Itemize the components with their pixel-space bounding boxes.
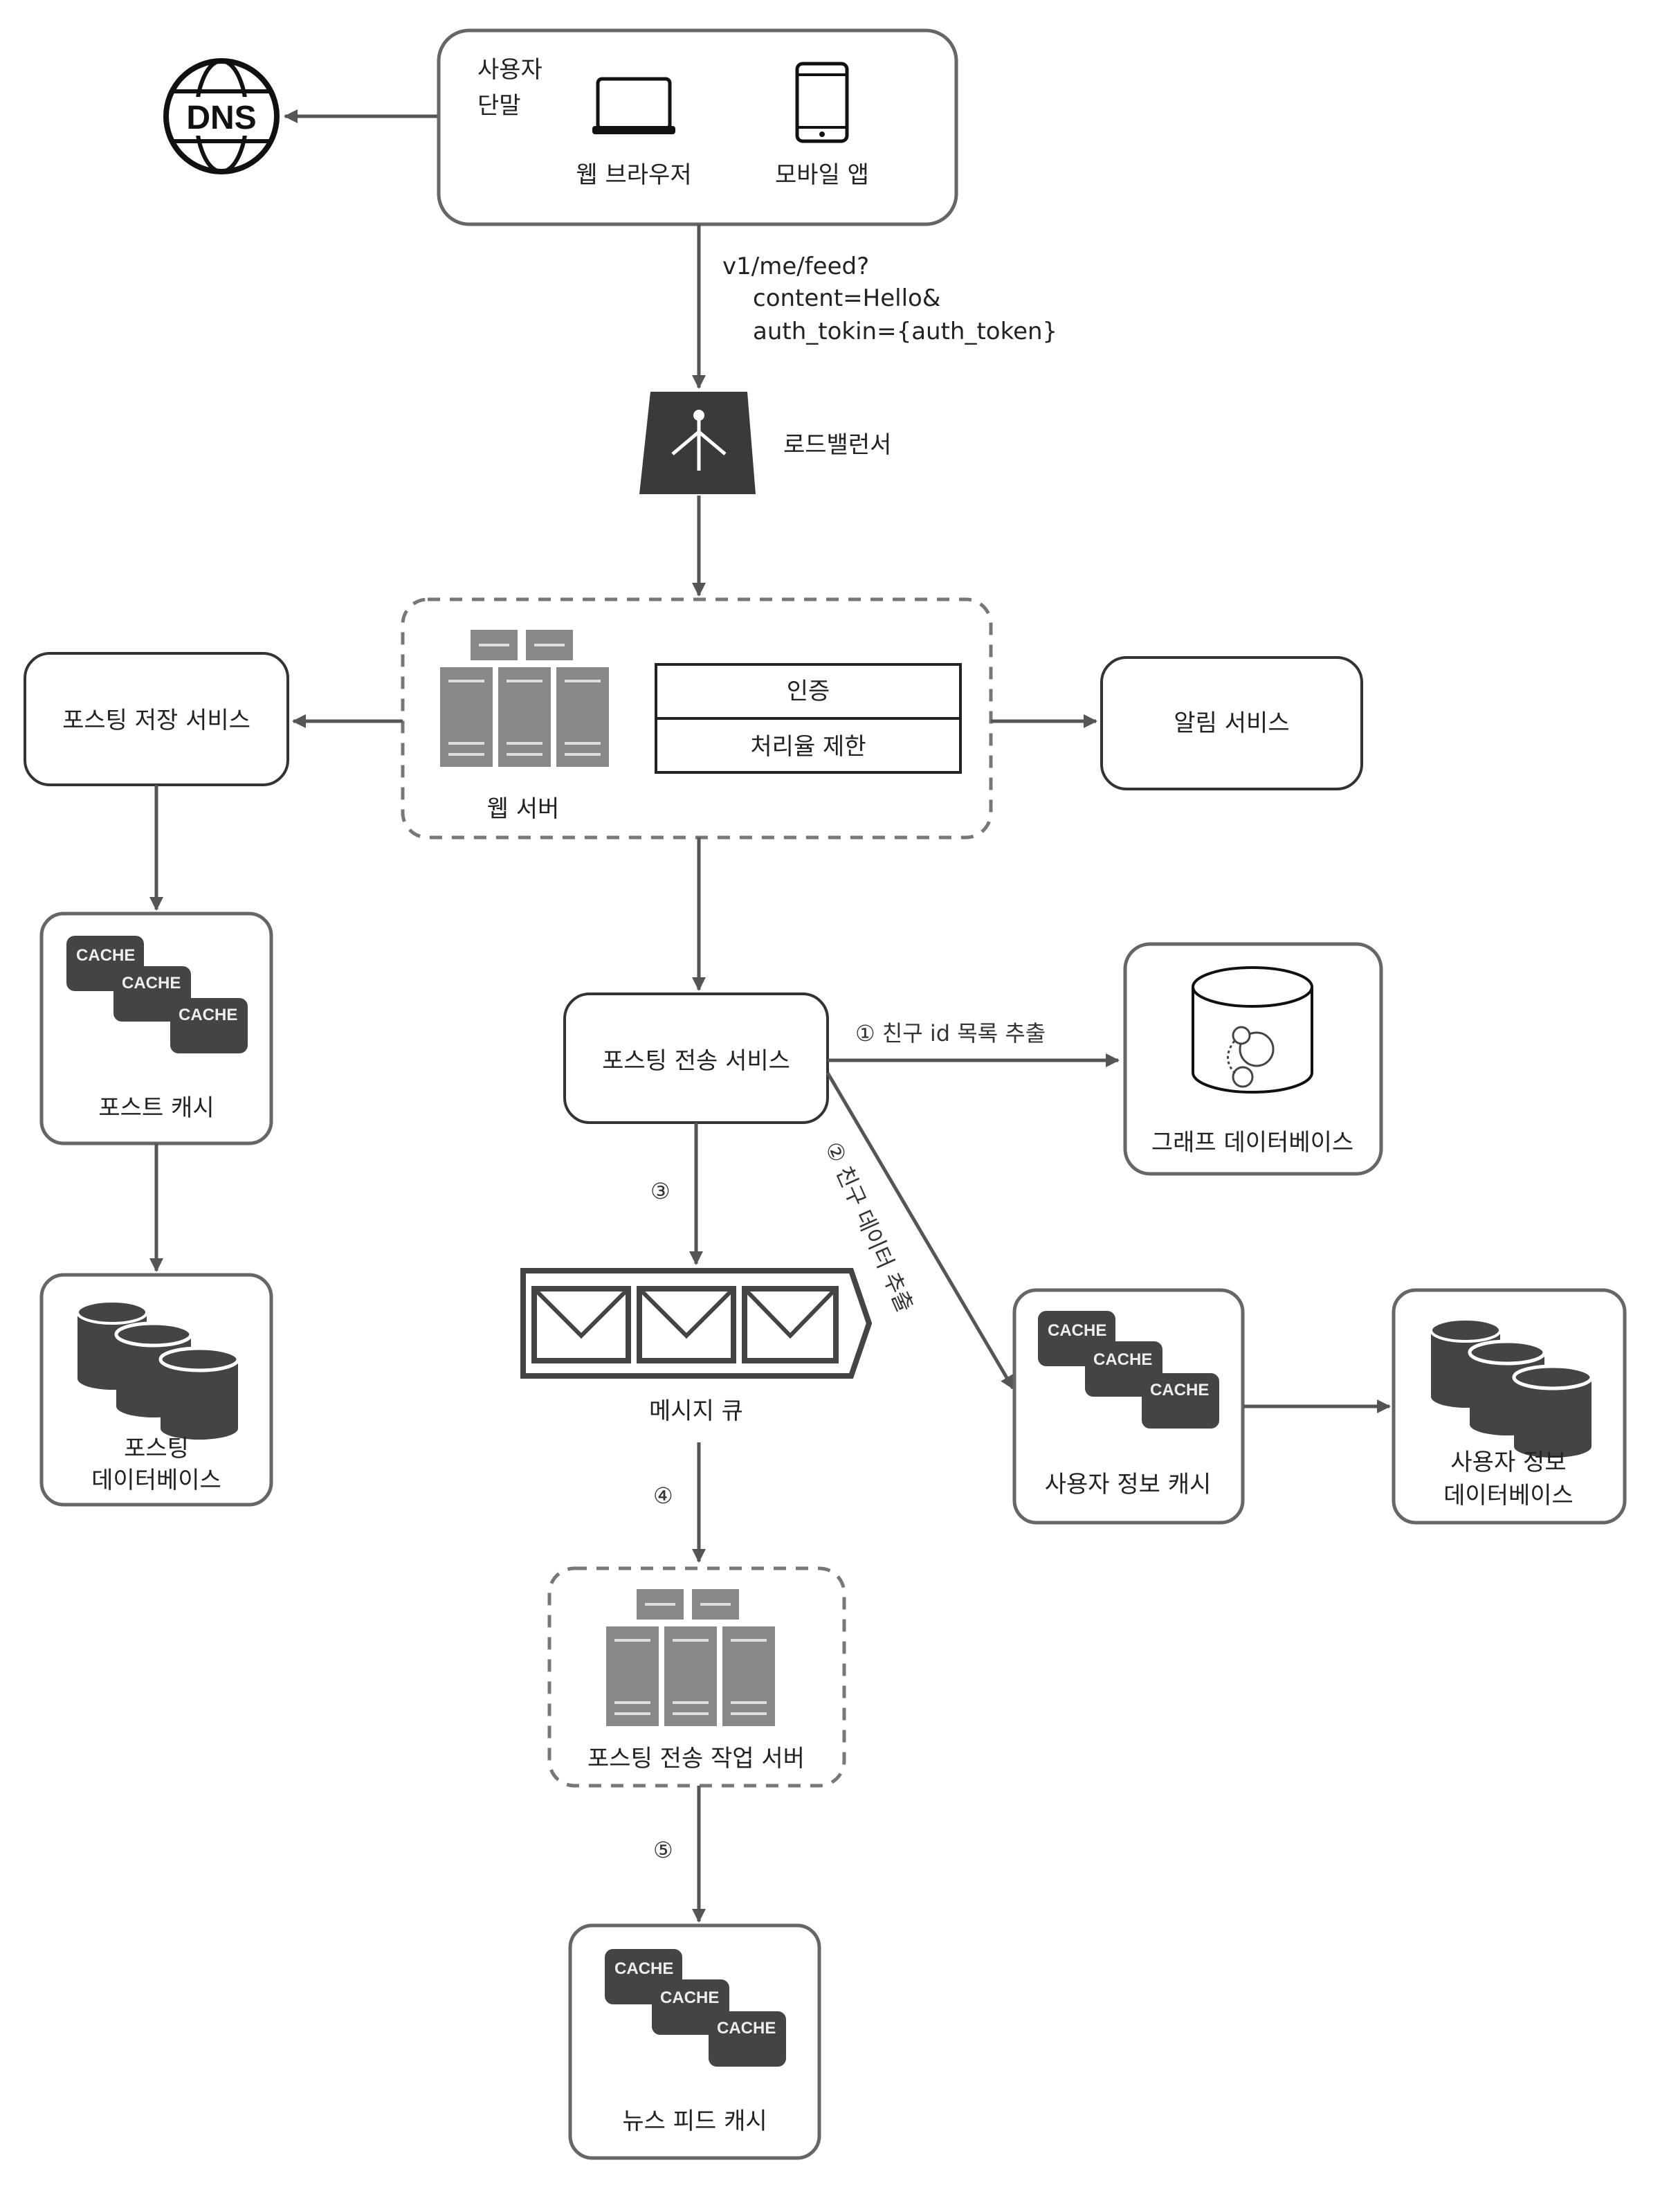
mobile-phone-icon	[795, 62, 849, 143]
mobile-app-label: 모바일 앱	[775, 161, 869, 189]
message-queue-label: 메시지 큐	[649, 1397, 743, 1425]
user-cache-node[interactable]: CACHE CACHE CACHE 사용자 정보 캐시	[1012, 1288, 1245, 1525]
web-browser-label: 웹 브라우저	[576, 161, 691, 189]
user-device-node[interactable]: 사용자 단말 웹 브라우저 모바일 앱	[437, 28, 958, 226]
laptop-icon	[592, 77, 675, 134]
cache-label: CACHE	[614, 1959, 673, 1978]
post-database-node[interactable]: 포스팅 데이터베이스	[39, 1273, 273, 1507]
post-cache-node[interactable]: CACHE CACHE CACHE 포스트 캐시	[39, 912, 273, 1145]
request-line-3: auth_tokin={auth_token}	[753, 318, 1057, 345]
auth-label: 인증	[787, 678, 830, 705]
step-1-label: ① 친구 id 목록 추출	[855, 1020, 1046, 1046]
dns-label: DNS	[186, 100, 256, 136]
cache-label: CACHE	[1093, 1350, 1152, 1369]
cache-label: CACHE	[122, 974, 181, 992]
cache-label: CACHE	[76, 946, 135, 965]
graph-database-icon	[1192, 966, 1313, 1094]
graph-database-node[interactable]: 그래프 데이터베이스	[1123, 942, 1383, 1176]
cache-label: CACHE	[179, 1006, 237, 1024]
news-feed-cache-node[interactable]: CACHE CACHE CACHE 뉴스 피드 캐시	[568, 1923, 821, 2160]
fanout-workers-label: 포스팅 전송 작업 서버	[587, 1745, 805, 1773]
user-database-label-2: 데이터베이스	[1443, 1482, 1574, 1510]
load-balancer-node[interactable]: 로드밸런서	[639, 392, 891, 494]
post-cache-label: 포스트 캐시	[98, 1094, 214, 1122]
user-cache-label: 사용자 정보 캐시	[1045, 1471, 1212, 1498]
cache-label: CACHE	[1150, 1381, 1209, 1399]
envelope-icons	[531, 1286, 839, 1363]
request-line-2: content=Hello&	[753, 284, 940, 312]
step-3-label: ③	[650, 1178, 671, 1204]
edge-fanout-to-user-cache	[826, 1071, 1015, 1390]
dns-globe-icon: DNS	[163, 58, 280, 174]
notification-service-node[interactable]: 알림 서비스	[1100, 656, 1363, 790]
load-balancer-label: 로드밸런서	[783, 431, 891, 459]
user-device-title-1: 사용자	[477, 56, 542, 84]
news-feed-cache-label: 뉴스 피드 캐시	[622, 2107, 767, 2135]
web-server-node[interactable]: 인증 처리율 제한 웹 서버	[401, 597, 993, 840]
web-server-label: 웹 서버	[487, 795, 560, 823]
cache-label: CACHE	[660, 1988, 719, 2007]
fanout-service-label: 포스팅 전송 서비스	[602, 1047, 790, 1075]
cache-label: CACHE	[717, 2019, 776, 2038]
rate-limit-label: 처리율 제한	[750, 733, 866, 761]
user-device-title-2: 단말	[477, 92, 521, 120]
graph-database-label: 그래프 데이터베이스	[1151, 1129, 1353, 1157]
request-line-1: v1/me/feed?	[722, 253, 869, 280]
post-database-label-2: 데이터베이스	[91, 1467, 221, 1494]
fanout-service-node[interactable]: 포스팅 전송 서비스	[563, 992, 829, 1124]
post-storage-service-label: 포스팅 저장 서비스	[62, 707, 250, 734]
message-queue-node[interactable]: 메시지 큐	[520, 1268, 873, 1425]
post-storage-service-node[interactable]: 포스팅 저장 서비스	[24, 652, 289, 786]
cache-label: CACHE	[1048, 1321, 1106, 1340]
user-database-label-1: 사용자 정보	[1450, 1449, 1566, 1476]
post-database-label-1: 포스팅	[124, 1435, 189, 1462]
step-4-label: ④	[653, 1483, 673, 1509]
fanout-workers-node[interactable]: 포스팅 전송 작업 서버	[547, 1566, 846, 1788]
user-database-node[interactable]: 사용자 정보 데이터베이스	[1392, 1288, 1627, 1525]
step-5-label: ⑤	[653, 1837, 673, 1863]
notification-service-label: 알림 서비스	[1174, 709, 1289, 737]
